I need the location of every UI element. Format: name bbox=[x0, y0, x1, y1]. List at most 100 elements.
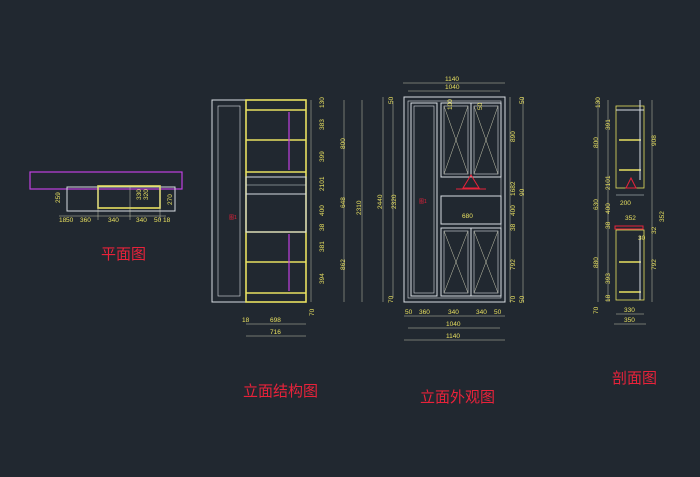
structure-niche bbox=[245, 193, 307, 233]
xdim: 38 bbox=[605, 221, 612, 229]
hinge-marks bbox=[473, 105, 499, 175]
structure-drawer bbox=[245, 176, 307, 195]
xdim: 393 bbox=[605, 273, 612, 284]
edim: 70 bbox=[510, 295, 517, 303]
sdim: 399 bbox=[319, 151, 326, 162]
hinge-marks bbox=[443, 105, 469, 175]
plan-countertop bbox=[29, 171, 183, 190]
glass-panel bbox=[443, 105, 469, 175]
xdim: 18 bbox=[605, 294, 612, 302]
plan-dim-18a: 18 bbox=[59, 217, 67, 224]
plan-dim-270: 270 bbox=[167, 194, 174, 205]
plan-dim-340b: 340 bbox=[136, 217, 147, 224]
structure-cabinet-body bbox=[245, 99, 307, 303]
edim: 50 bbox=[519, 295, 526, 303]
sdim: 648 bbox=[340, 197, 347, 208]
hinge-marks bbox=[473, 230, 499, 294]
section-light bbox=[625, 176, 637, 189]
edim: 1040 bbox=[445, 84, 460, 91]
edim: 1040 bbox=[446, 321, 461, 328]
plan-view: 18 50 360 340 340 50 18 259 270 330 320 … bbox=[29, 171, 183, 263]
xdim: 880 bbox=[593, 257, 600, 268]
glass-panel bbox=[473, 230, 499, 294]
edim: 340 bbox=[448, 309, 459, 316]
plan-dim-340a: 340 bbox=[108, 217, 119, 224]
section-view: 130 800 391 2101 400 630 38 880 393 18 7… bbox=[593, 97, 666, 387]
exterior-title: 立面外观图 bbox=[420, 388, 495, 406]
sdim: 2310 bbox=[356, 200, 363, 215]
plan-cabinet-outline bbox=[66, 186, 176, 212]
xdim: 792 bbox=[651, 259, 658, 270]
section-counter bbox=[614, 225, 644, 230]
sdim: 698 bbox=[270, 317, 281, 324]
glass-panel bbox=[473, 105, 499, 175]
exterior-elevation: 1140 1040 图1 50 2440 2320 70 100 50 680 … bbox=[377, 76, 526, 406]
sdim: 394 bbox=[319, 273, 326, 284]
sdim: 130 bbox=[319, 97, 326, 108]
hinge-marks bbox=[443, 230, 469, 294]
edim: 70 bbox=[388, 295, 395, 303]
edim: 890 bbox=[510, 131, 517, 142]
xdim: 800 bbox=[593, 137, 600, 148]
plan-dim-18b: 18 bbox=[163, 217, 171, 224]
edim: 1140 bbox=[446, 333, 460, 340]
plan-dim-330: 330 bbox=[136, 189, 143, 200]
xdim: 30 bbox=[638, 235, 646, 242]
structure-tag: 图1 bbox=[229, 215, 237, 221]
xdim: 130 bbox=[595, 97, 602, 108]
open-niche bbox=[440, 195, 502, 225]
exterior-outer-frame bbox=[403, 96, 506, 303]
plan-dim-50b: 50 bbox=[154, 217, 162, 224]
plan-title: 平面图 bbox=[101, 245, 146, 263]
xdim: 391 bbox=[605, 119, 612, 130]
edim: 1140 bbox=[445, 76, 459, 83]
sdim: 383 bbox=[319, 119, 326, 130]
xdim: 352 bbox=[659, 211, 666, 222]
edim: 1682 bbox=[510, 181, 517, 196]
light-fixture bbox=[462, 174, 480, 189]
xdim: 32 bbox=[651, 226, 658, 234]
plan-dim-360: 360 bbox=[80, 217, 91, 224]
edim: 360 bbox=[419, 309, 430, 316]
edim: 400 bbox=[510, 205, 517, 216]
xdim: 350 bbox=[624, 317, 635, 324]
plan-dim-320: 320 bbox=[143, 189, 150, 200]
xdim: 330 bbox=[624, 307, 635, 314]
xdim: 908 bbox=[651, 135, 658, 146]
plan-dim-50a: 50 bbox=[66, 217, 74, 224]
structure-elevation: 图1 130 383 399 2101 400 38 381 394 70 80… bbox=[211, 97, 363, 400]
edim: 90 bbox=[519, 188, 526, 196]
exterior-tag: 图1 bbox=[419, 199, 427, 205]
edim: 340 bbox=[476, 309, 487, 316]
exterior-left-door bbox=[410, 102, 438, 297]
section-title: 剖面图 bbox=[612, 369, 657, 387]
xdim: 70 bbox=[593, 306, 600, 314]
structure-title: 立面结构图 bbox=[243, 382, 318, 400]
sdim: 38 bbox=[319, 223, 326, 231]
sdim: 18 bbox=[242, 317, 250, 324]
xdim: 2101 bbox=[605, 175, 612, 190]
sdim: 862 bbox=[340, 259, 347, 270]
edim: 2440 bbox=[377, 194, 384, 209]
lower-glass-door-right bbox=[470, 227, 502, 297]
xdim: 352 bbox=[625, 215, 636, 222]
edim: 100 bbox=[447, 99, 454, 110]
sdim: 381 bbox=[319, 241, 326, 252]
edim: 50 bbox=[405, 309, 413, 316]
sdim: 2101 bbox=[319, 176, 326, 191]
edim: 2320 bbox=[391, 194, 398, 209]
sdim: 70 bbox=[309, 308, 316, 316]
edim: 680 bbox=[462, 213, 473, 220]
xdim: 200 bbox=[620, 200, 631, 207]
edim: 50 bbox=[519, 96, 526, 104]
edim: 50 bbox=[477, 102, 484, 110]
sdim: 800 bbox=[340, 138, 347, 149]
xdim: 630 bbox=[593, 199, 600, 210]
exterior-left-door-panel bbox=[413, 105, 435, 294]
sdim: 400 bbox=[319, 205, 326, 216]
sdim: 716 bbox=[270, 329, 281, 336]
structure-left-panel bbox=[217, 105, 241, 297]
edim: 50 bbox=[388, 96, 395, 104]
edim: 38 bbox=[510, 223, 517, 231]
